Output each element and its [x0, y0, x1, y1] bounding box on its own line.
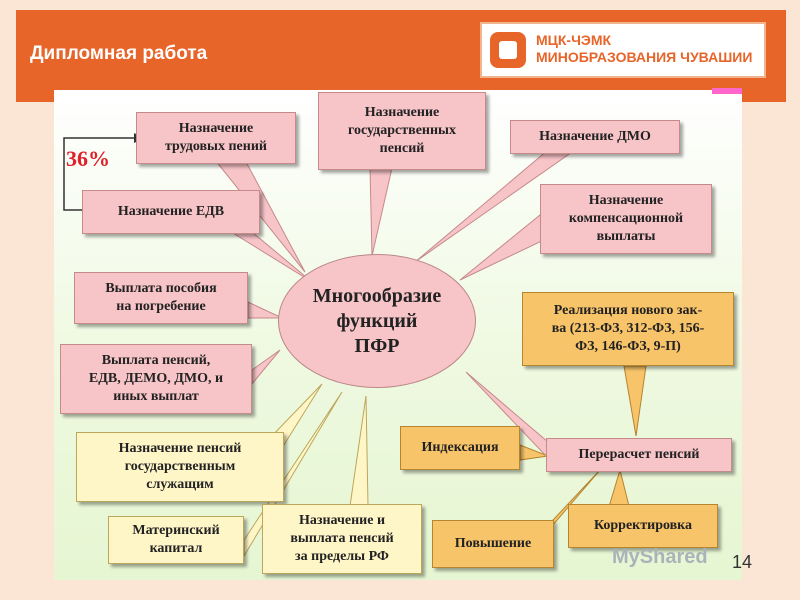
connector-burial	[247, 301, 283, 319]
node-new-law: Реализация нового зак- ва (213-ФЗ, 312-Ф…	[522, 292, 734, 366]
node-indexation: Индексация	[400, 426, 520, 470]
logo-line-1: МЦК-ЧЭМК	[536, 32, 612, 48]
bracket-line	[63, 137, 134, 211]
logo-line-2: МИНОБРАЗОВАНИЯ ЧУВАШИИ	[536, 49, 753, 65]
page-number: 14	[732, 552, 753, 572]
node-payments: Выплата пенсий, ЕДВ, ДЕМО, ДМО, и иных в…	[60, 344, 252, 414]
connector-compensation	[459, 214, 549, 281]
node-dmo: Назначение ДМО	[510, 120, 680, 154]
slide-title: Дипломная работа	[30, 43, 208, 64]
accent-bar	[712, 88, 742, 94]
node-recalc: Перерасчет пенсий	[546, 438, 732, 472]
node-labor-pensions: Назначение трудовых пений	[136, 112, 296, 164]
node-maternal-capital: Материнский капитал	[108, 516, 244, 564]
logo-text: МЦК-ЧЭМК МИНОБРАЗОВАНИЯ ЧУВАШИИ	[536, 32, 752, 66]
node-edv: Назначение ЕДВ	[82, 190, 260, 234]
connector-abroad	[349, 395, 369, 507]
connector-payments	[251, 349, 281, 386]
node-burial: Выплата пособия на погребение	[74, 272, 248, 324]
node-compensation: Назначение компенсационной выплаты	[540, 184, 712, 254]
connector-state	[369, 167, 393, 257]
node-correction: Корректировка	[568, 504, 718, 548]
logo: МЦК-ЧЭМК МИНОБРАЗОВАНИЯ ЧУВАШИИ	[480, 22, 766, 78]
watermark: MyShared	[612, 546, 708, 568]
connector-indexation	[519, 444, 550, 461]
center-ellipse: Многообразие функций ПФР	[278, 254, 476, 388]
connector-newlaw	[623, 365, 647, 437]
node-state-pensions: Назначение государственных пенсий	[318, 92, 486, 170]
percent-label: 36%	[66, 146, 110, 171]
node-increase: Повышение	[432, 520, 554, 568]
node-civil-servants: Назначение пенсий государственным служащ…	[76, 432, 284, 502]
logo-icon	[490, 32, 526, 68]
node-abroad: Назначение и выплата пенсий за пределы Р…	[262, 504, 422, 574]
